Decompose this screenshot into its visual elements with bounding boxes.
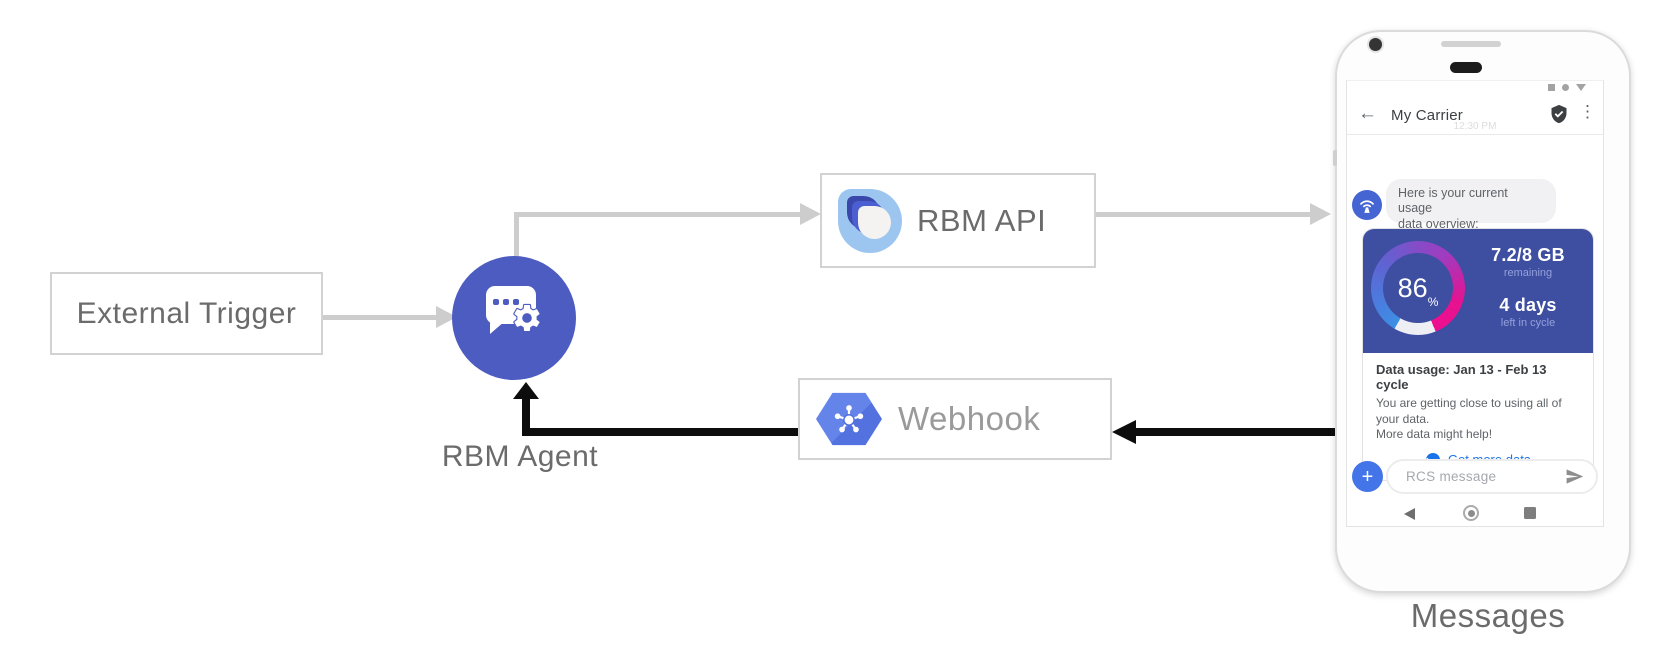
arrow-webhook-to-agent-line <box>524 428 798 436</box>
status-square-icon <box>1548 84 1555 91</box>
arrow-api-to-phone-line <box>1096 212 1311 217</box>
arrow-phone-to-webhook-line <box>1134 428 1335 436</box>
agent-message-bubble: Here is your current usage data overview… <box>1386 179 1556 231</box>
status-triangle-icon <box>1576 84 1586 91</box>
status-circle-icon <box>1562 84 1569 91</box>
days-left-value: 4 days <box>1499 295 1557 315</box>
external-trigger-box: External Trigger <box>50 272 323 355</box>
data-remaining-label: remaining <box>1503 267 1553 279</box>
webhook-label: Webhook <box>898 400 1041 437</box>
usage-card-text-line2: More data might help! <box>1376 427 1493 442</box>
nav-back-icon[interactable] <box>1404 508 1415 520</box>
rcs-message-input[interactable] <box>1406 469 1565 484</box>
arrow-trigger-to-agent-line <box>323 315 437 320</box>
arrow-agent-to-api-vertical <box>514 214 519 258</box>
usage-card: 86% 7.2/8 GB remaining 4 days left in cy… <box>1362 228 1594 481</box>
nav-home-icon[interactable] <box>1463 505 1479 521</box>
status-bar <box>1548 84 1586 91</box>
agent-message-line1: Here is your current usage <box>1398 186 1508 216</box>
nav-recents-icon[interactable] <box>1524 507 1536 519</box>
timestamp: 12:30 PM <box>1453 121 1497 132</box>
phone-side-button <box>1333 150 1337 166</box>
arrow-phone-to-webhook-head <box>1112 420 1136 444</box>
webhook-hexagon-icon <box>816 392 882 446</box>
usage-percent-sign: % <box>1427 295 1439 309</box>
rbm-api-logo-icon <box>838 188 902 253</box>
message-composer <box>1386 459 1598 494</box>
external-trigger-label: External Trigger <box>76 296 297 330</box>
arrow-agent-to-api-head <box>800 203 821 225</box>
webhook-box: Webhook <box>798 378 1112 460</box>
chat-bubble-tail <box>490 321 505 334</box>
header-divider <box>1346 134 1604 135</box>
usage-gauge-center: 86% <box>1383 253 1453 323</box>
chat-bubble-dots <box>486 299 526 305</box>
hub-spoke-icon <box>834 405 864 433</box>
overflow-menu-icon[interactable]: ⋮ <box>1579 102 1596 121</box>
conversation-title: My Carrier <box>1391 107 1463 124</box>
usage-card-title: Data usage: Jan 13 - Feb 13 cycle <box>1376 362 1547 392</box>
phone-earpiece <box>1450 62 1482 73</box>
data-remaining-value: 7.2/8 GB <box>1491 245 1565 265</box>
arrow-webhook-to-agent-vertical <box>522 398 530 436</box>
usage-card-text-line1: You are getting close to using all of yo… <box>1376 396 1562 426</box>
phone-camera-icon <box>1369 38 1382 51</box>
usage-stats: 7.2/8 GB remaining 4 days left in cycle <box>1469 245 1587 329</box>
gear-icon <box>513 303 541 333</box>
arrow-agent-to-api-line <box>514 212 802 217</box>
messages-caption: Messages <box>1410 597 1566 634</box>
send-icon[interactable] <box>1565 467 1584 486</box>
arrow-webhook-to-agent-head <box>513 382 539 399</box>
agent-message-line2: data overview: <box>1398 216 1479 231</box>
rbm-agent-label: RBM Agent <box>441 440 599 473</box>
back-arrow-icon[interactable]: ← <box>1358 103 1377 124</box>
rbm-api-label: RBM API <box>917 202 1047 238</box>
arrow-trigger-to-agent-head <box>436 306 457 328</box>
verified-shield-icon[interactable] <box>1549 103 1569 125</box>
rbm-api-box: RBM API <box>820 173 1096 268</box>
arrow-api-to-phone-head <box>1310 203 1331 225</box>
days-left-label: left in cycle <box>1500 317 1556 329</box>
usage-card-header: 86% 7.2/8 GB remaining 4 days left in cy… <box>1363 229 1593 353</box>
attach-plus-button[interactable]: + <box>1352 461 1383 492</box>
usage-percent: 86 <box>1397 272 1428 303</box>
chat-bubble-icon <box>486 286 541 334</box>
phone-speaker <box>1441 41 1501 47</box>
usage-gauge: 86% <box>1371 241 1465 335</box>
antenna-icon <box>1360 200 1374 213</box>
rbm-agent-node <box>452 256 576 380</box>
carrier-avatar <box>1352 190 1382 220</box>
